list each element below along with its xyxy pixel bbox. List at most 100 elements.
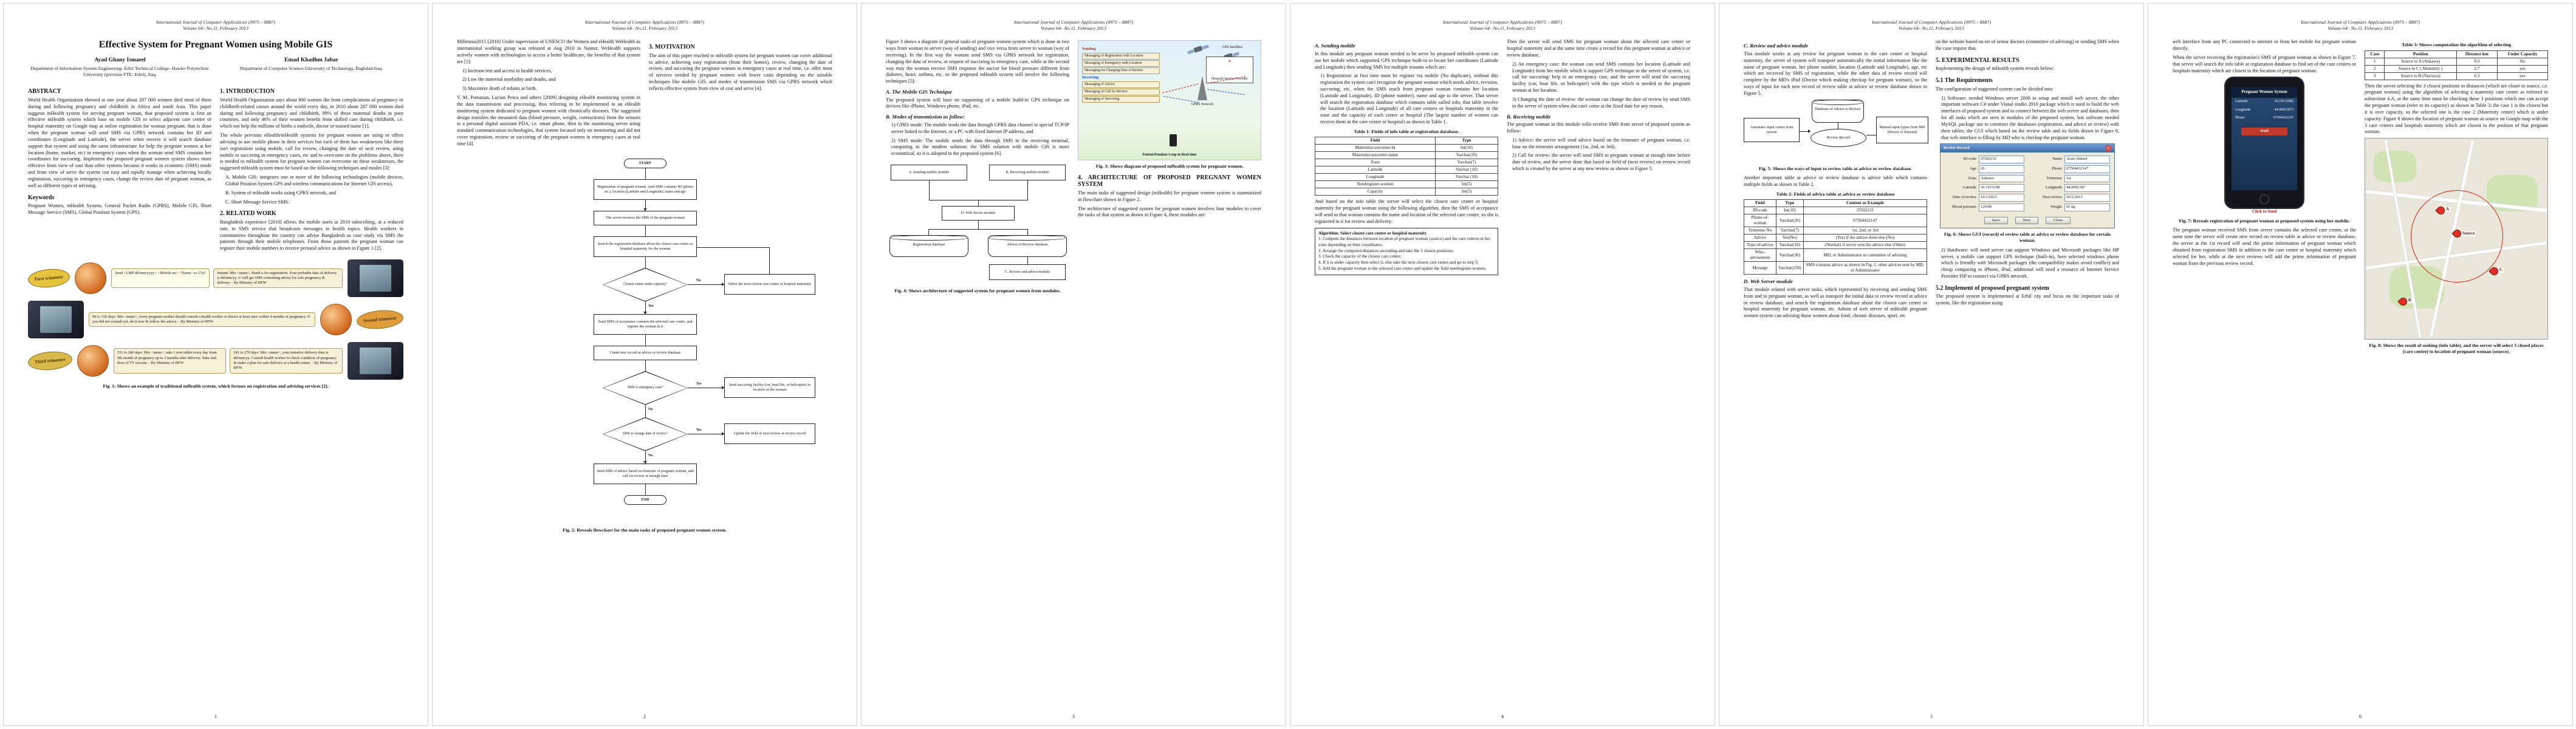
red-annotation: Click to Send [2252, 209, 2277, 214]
connector-line [928, 229, 1028, 230]
sms-message: 151 to 240 days: Mrs <name>, take 1 iron… [113, 348, 227, 374]
table-3: Case Position Distance km Under Capacity… [2364, 50, 2549, 80]
field-label: Phone [2052, 166, 2062, 171]
paper-title: Effective System for Pregnant Women usin… [98, 39, 333, 50]
algorithm-line: 2. Arrange the computed distances ascend… [1318, 248, 1454, 253]
list-item: 3) Maximize death of infants at birth. [462, 86, 537, 92]
page-number: 2 [643, 714, 646, 720]
auto-input-box: Automatic input comes from system [1744, 117, 1800, 142]
phone-row: Phone: 07504432147 [2232, 114, 2297, 123]
right-column: Then the server will send SMS for pregna… [1507, 39, 1690, 278]
cell: 25502131 [1803, 207, 1928, 215]
latitude-row: Latitude: 36.19131982 [2232, 98, 2297, 106]
search-radius-ring [2411, 190, 2503, 283]
section-heading-keywords: Keywords [28, 194, 55, 201]
author-2: Emad Khadhm Jabar Department of Computer… [219, 56, 403, 77]
cell: Varchar(20) [1775, 214, 1804, 228]
cell: Source to C ( Maternity ) [2384, 64, 2457, 73]
right-column: Table 3: Shows computation the algorithm… [2364, 39, 2549, 358]
cell: 1 [2364, 57, 2385, 66]
cell: Latitude [1315, 166, 1436, 174]
journal-issue: Volume 64– No.11, February 2013 [183, 26, 248, 32]
paragraph: Then the server will send SMS for pregna… [1507, 39, 1690, 58]
legend-row: Messaging of Emergency with Location [1082, 60, 1160, 67]
paragraph: The pregnant woman received SMS from ser… [2173, 227, 2356, 266]
abstract-text: World Health Organization showed at one … [28, 97, 211, 188]
cell: Needregister-women [1315, 180, 1436, 189]
map-park-area [2374, 151, 2416, 183]
section-heading-related-work: 2. RELATED WORK [220, 210, 276, 217]
cell: MD, or Administrator as committee of adv… [1803, 248, 1928, 262]
section-heading-motivation: 3. MOTIVATION [649, 44, 695, 51]
database-cylinder: Advice or Review database [988, 235, 1067, 258]
flow-step: Create new record at advice or review da… [594, 345, 697, 360]
field-input: Ankawa [1979, 174, 2024, 183]
arrow-right-icon [722, 385, 724, 389]
cell: (Yes) if the advice done else (No) [1803, 234, 1928, 242]
two-column-body: Figure 3 shows a diagram of general task… [886, 39, 1261, 298]
phone-screen: Pregnant Women System Latitude: 36.19131… [2231, 86, 2298, 191]
realtime-loop-label: Patient/Pendant Loop in Real-time [1142, 153, 1197, 157]
page-number: 5 [1930, 714, 1933, 720]
figure-4-caption: Fig. 4: Shows architecture of suggested … [894, 288, 1061, 294]
flow-decision-label: Closest centre under capacity? [623, 282, 667, 287]
cell: Maternitycarecenter-Id [1315, 144, 1436, 152]
flow-decision-label: SMS is emergency case? [627, 386, 663, 390]
subsection-heading: B. Receiving mobile [1507, 113, 1551, 120]
window-title: Review Record [1944, 146, 1970, 150]
page-2: International Journal of Computer Applic… [432, 3, 857, 726]
fetus-image [75, 262, 107, 294]
field-label: Zone [1968, 176, 1976, 180]
field-label: Blood pressure [1952, 204, 1976, 209]
list-item: 2) Low the maternal morbidity and deaths… [462, 77, 556, 83]
paragraph: When the server receiving the registrati… [2173, 54, 2356, 74]
list-item: 1) GPRS mode: The mobile sends the data … [891, 122, 1069, 134]
connector-line [978, 200, 979, 207]
cell: ID-code [1744, 207, 1776, 215]
section-heading-architecture: 4. ARCHITECTURE OF PROPOSED PREGNANT WOM… [1078, 174, 1261, 188]
connector-line [1800, 131, 1810, 132]
phone-value: 07504432147 [2273, 116, 2293, 120]
phone-photo [348, 259, 403, 297]
cell: Varchar (10) [1434, 166, 1499, 174]
column-header: Position [2384, 50, 2457, 58]
column-header: Type [1434, 137, 1499, 145]
cell: Varchar(250) [1775, 261, 1804, 275]
flow-line [645, 256, 646, 268]
figure-6-caption: Fig. 6: Shows GUI (record) of review tab… [1944, 231, 2111, 244]
fetus-image [320, 304, 352, 335]
figure-1-caption: Fig. 1: Shows an example of traditional … [103, 383, 329, 389]
page-number: 6 [2359, 714, 2362, 720]
field-label: ID-code [1963, 157, 1976, 162]
paragraph: web interface from any PC connected to i… [2173, 39, 2356, 52]
cell: Int(5) [1434, 180, 1499, 189]
figure-7-phone-mockup: Pregnant Women System Latitude: 36.19131… [2225, 78, 2303, 208]
paragraph: World Health Organization says about 800… [220, 97, 403, 129]
cell: Longitude [1315, 173, 1436, 182]
list-item: C. Short Message Service SMS. [225, 199, 290, 205]
flow-line [769, 247, 770, 274]
cell: Yes(No) [1775, 234, 1804, 242]
page-3: International Journal of Computer Applic… [861, 3, 1286, 726]
branch-label-yes: Yes [648, 304, 654, 308]
review-record-oval: Review Record [1810, 128, 1866, 147]
column-header: Field [1315, 137, 1436, 145]
flow-step: Registration of pregnant woman: send SMS… [594, 179, 697, 200]
left-column: C. Review and advice module This module … [1744, 39, 1928, 322]
app-title: Pregnant Women System [2232, 87, 2297, 98]
branch-label-yes: Yes [696, 382, 702, 386]
